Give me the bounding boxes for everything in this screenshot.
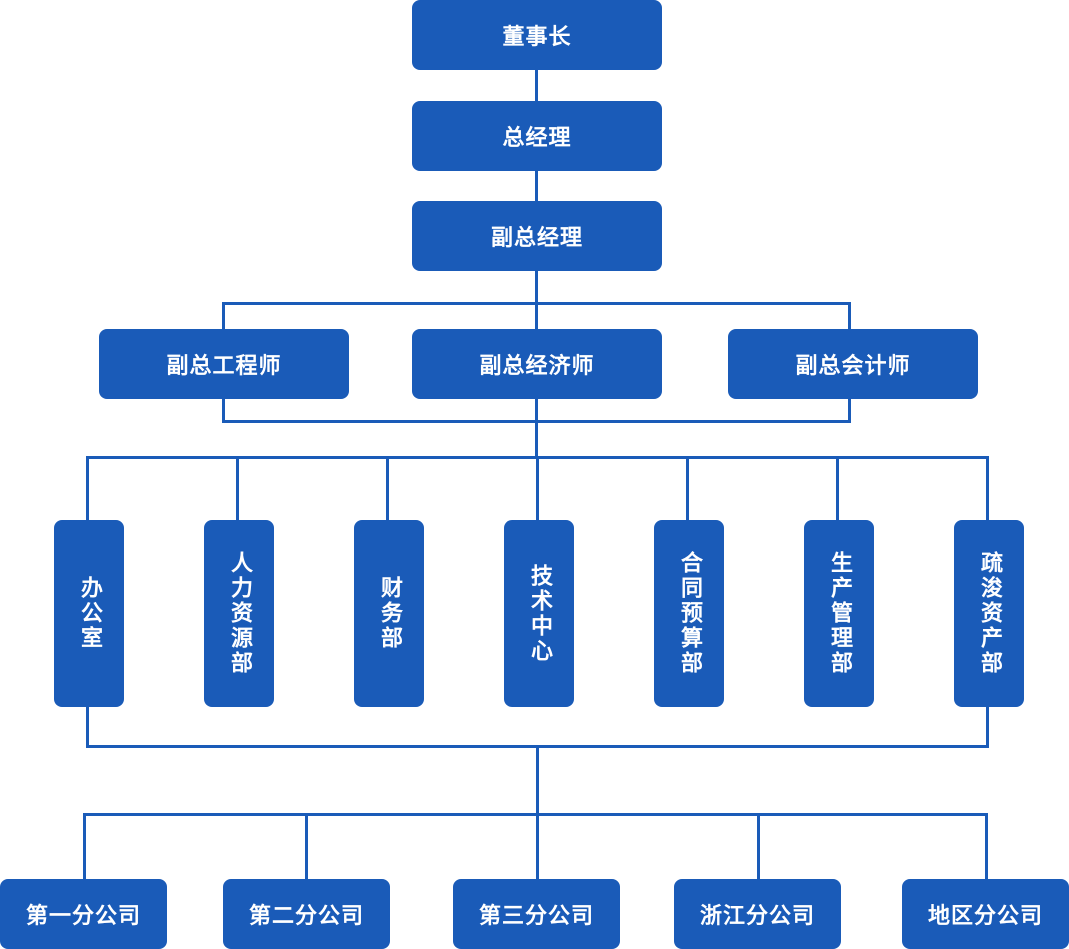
connector-line bbox=[222, 302, 851, 305]
connector-line bbox=[848, 396, 851, 423]
connector-line bbox=[535, 396, 538, 458]
connector-line bbox=[757, 813, 760, 881]
deputy-chief-engineer-box: 副总工程师 bbox=[99, 329, 349, 399]
department-box-office: 办公室 bbox=[54, 520, 124, 707]
connector-line bbox=[985, 813, 988, 881]
deputy-chief-accountant-box: 副总会计师 bbox=[728, 329, 978, 399]
connector-line bbox=[986, 456, 989, 522]
subsidiary-box-second: 第二分公司 bbox=[223, 879, 390, 949]
connector-line bbox=[848, 302, 851, 330]
connector-line bbox=[836, 456, 839, 522]
connector-line bbox=[305, 813, 308, 881]
connector-line bbox=[222, 396, 225, 423]
subsidiary-box-zhejiang: 浙江分公司 bbox=[674, 879, 841, 949]
connector-line bbox=[386, 456, 389, 522]
department-box-finance: 财务部 bbox=[354, 520, 424, 707]
deputy-chief-economist-box: 副总经济师 bbox=[412, 329, 662, 399]
subsidiary-box-regional: 地区分公司 bbox=[902, 879, 1069, 949]
connector-line bbox=[535, 268, 538, 330]
connector-line bbox=[83, 813, 86, 881]
connector-line bbox=[986, 704, 989, 748]
department-box-production: 生产管理部 bbox=[804, 520, 874, 707]
department-box-dredging-assets: 疏浚资产部 bbox=[954, 520, 1024, 707]
connector-line bbox=[536, 456, 539, 522]
connector-line bbox=[686, 456, 689, 522]
chairman-box: 董事长 bbox=[412, 0, 662, 70]
connector-line bbox=[535, 168, 538, 202]
connector-line bbox=[535, 68, 538, 102]
subsidiary-box-third: 第三分公司 bbox=[453, 879, 620, 949]
subsidiary-box-first: 第一分公司 bbox=[0, 879, 167, 949]
general-manager-box: 总经理 bbox=[412, 101, 662, 171]
deputy-general-manager-box: 副总经理 bbox=[412, 201, 662, 271]
connector-line bbox=[236, 456, 239, 522]
connector-line bbox=[222, 302, 225, 330]
connector-line bbox=[86, 704, 89, 748]
connector-line bbox=[83, 813, 988, 816]
connector-line bbox=[86, 456, 89, 522]
department-box-hr: 人力资源部 bbox=[204, 520, 274, 707]
department-box-tech-center: 技术中心 bbox=[504, 520, 574, 707]
department-box-contract-budget: 合同预算部 bbox=[654, 520, 724, 707]
